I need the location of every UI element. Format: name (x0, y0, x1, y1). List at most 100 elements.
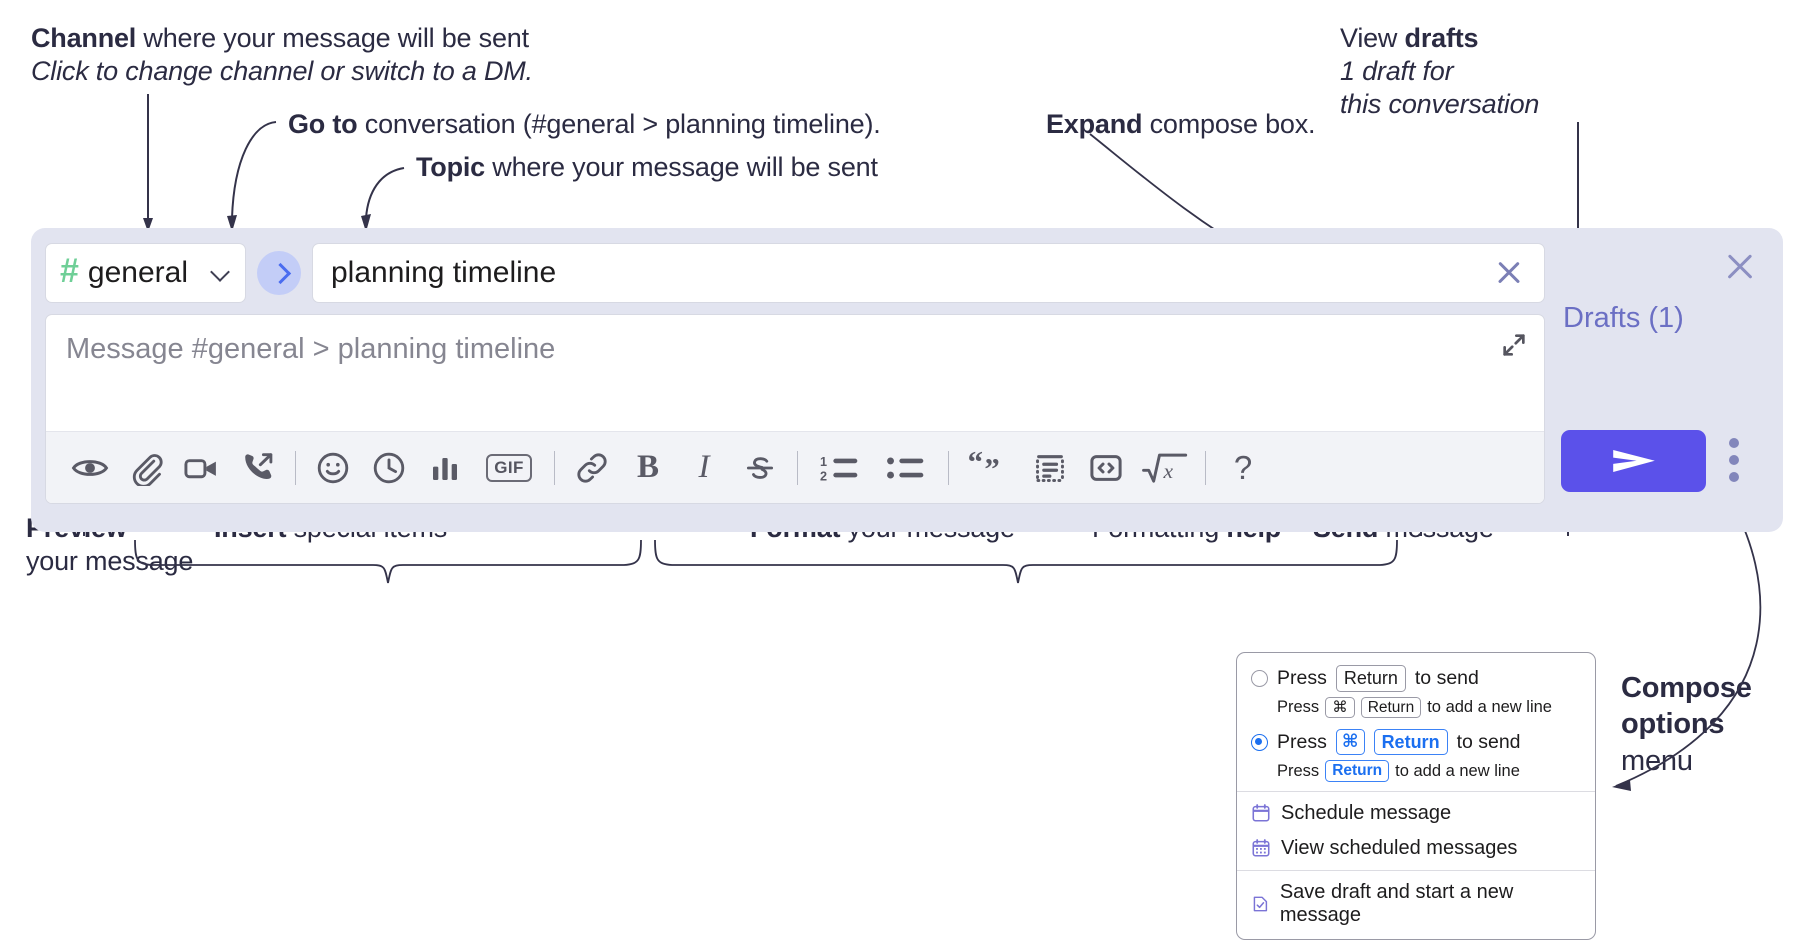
svg-text:“: “ (969, 451, 983, 479)
annotation-drafts-lead: View (1340, 23, 1405, 53)
calendar-grid-icon (1252, 839, 1270, 857)
close-compose-icon[interactable] (1723, 250, 1757, 284)
gif-icon[interactable]: GIF (473, 440, 545, 496)
brace-format (654, 539, 1398, 584)
hash-icon: # (60, 252, 79, 290)
key-return: Return (1360, 696, 1422, 718)
key-command: ⌘ (1335, 728, 1365, 756)
radio-return[interactable] (1251, 669, 1268, 687)
compose-options-button[interactable] (1727, 438, 1741, 486)
toolbar-divider (1205, 450, 1206, 485)
annotation-goto: Go to conversation (#general > planning … (288, 108, 881, 141)
option1-press: Press (1277, 666, 1327, 689)
blockquote-icon[interactable]: “ ” (958, 440, 1022, 496)
formatting-toolbar: GIF B I (46, 431, 1544, 503)
send-option-return-row: Press Return to send (1251, 665, 1581, 692)
preview-icon[interactable] (62, 440, 118, 496)
annotation-channel: Channel where your message will be sent … (31, 22, 533, 88)
chevron-down-icon (211, 263, 231, 283)
compose-main-column: # general planning timeline Message #gen… (45, 242, 1545, 504)
bulleted-list-icon[interactable] (873, 440, 939, 496)
channel-selector[interactable]: # general (45, 243, 246, 303)
link-icon[interactable] (564, 440, 620, 496)
message-input-area[interactable]: Message #general > planning timeline (45, 314, 1545, 504)
save-draft-icon (1253, 896, 1268, 912)
key-return: Return (1373, 728, 1448, 756)
message-placeholder: Message #general > planning timeline (66, 333, 556, 365)
audio-call-icon[interactable] (230, 440, 286, 496)
brace-insert (134, 539, 642, 584)
bold-icon[interactable]: B (620, 440, 676, 496)
annotation-drafts-bold: drafts (1404, 23, 1479, 53)
annotation-topic-rest: where your message will be sent (485, 152, 878, 182)
annotation-preview-rest: your message (26, 545, 194, 576)
video-icon[interactable] (174, 440, 230, 496)
kebab-dot (1729, 438, 1739, 448)
italic-icon[interactable]: I (676, 440, 732, 496)
compose-right-rail: Drafts (1) (1545, 228, 1783, 532)
gif-label: GIF (486, 453, 532, 482)
kebab-dot (1729, 472, 1739, 482)
svg-text:”: ” (984, 452, 999, 485)
chevron-right-icon (271, 265, 287, 281)
option1-tail: to send (1414, 666, 1479, 689)
toolbar-divider (948, 450, 949, 485)
code-block-icon[interactable] (1022, 440, 1078, 496)
option2-sub-tail: to add a new line (1395, 761, 1520, 780)
help-icon[interactable]: ? (1215, 440, 1271, 496)
send-option-return[interactable]: Press Return to send Press ⌘ Return to a… (1237, 663, 1595, 718)
annotation-goto-bold: Go to (288, 109, 358, 139)
send-option-cmd-return[interactable]: Press ⌘ Return to send Press Return to a… (1237, 727, 1595, 782)
math-icon[interactable]: x (1134, 440, 1196, 496)
menu-item-view-scheduled-messages[interactable]: View scheduled messages (1237, 831, 1595, 866)
compose-options-menu: Press Return to send Press ⌘ Return to a… (1236, 652, 1596, 940)
goto-conversation-button[interactable] (257, 251, 301, 295)
annotation-compose-options: Compose options menu (1621, 670, 1752, 779)
menu-item-label: Schedule message (1281, 801, 1452, 824)
annotation-compose-options-bold1: Compose (1621, 672, 1752, 704)
menu-divider (1237, 869, 1595, 871)
toolbar-divider (295, 450, 296, 485)
send-option-cmd-return-row: Press ⌘ Return to send (1251, 728, 1581, 756)
strikethrough-icon[interactable] (732, 440, 788, 496)
drafts-link[interactable]: Drafts (1) (1563, 302, 1684, 334)
leader-topic (365, 167, 405, 219)
annotation-expand: Expand compose box. (1046, 108, 1316, 141)
radio-cmd-return[interactable] (1251, 733, 1268, 751)
annotation-goto-rest: conversation (#general > planning timeli… (357, 109, 881, 139)
menu-item-label: Save draft and start a new message (1279, 880, 1514, 926)
inline-code-icon[interactable] (1078, 440, 1134, 496)
option2-tail: to send (1456, 730, 1521, 753)
send-button[interactable] (1561, 430, 1706, 492)
close-icon[interactable] (1492, 256, 1526, 290)
send-option-return-hint: Press ⌘ Return to add a new line (1277, 696, 1581, 718)
clock-icon[interactable] (361, 440, 417, 496)
calendar-icon (1252, 804, 1270, 822)
annotation-channel-italic: Click to change channel or switch to a D… (31, 55, 533, 86)
toolbar-divider (554, 450, 555, 485)
annotation-drafts-italic1: 1 draft for (1340, 55, 1454, 86)
menu-item-schedule-message[interactable]: Schedule message (1237, 796, 1595, 831)
key-return: Return (1335, 665, 1406, 692)
topic-input[interactable]: planning timeline (312, 243, 1545, 303)
compose-header-row: # general planning timeline (45, 242, 1545, 304)
compose-box: # general planning timeline Message #gen… (31, 228, 1783, 532)
annotation-topic-bold: Topic (416, 152, 485, 182)
attachment-icon[interactable] (118, 440, 174, 496)
option2-press: Press (1277, 730, 1327, 753)
emoji-icon[interactable] (305, 440, 361, 496)
ordered-list-icon[interactable]: 1 2 (807, 440, 873, 496)
menu-item-save-draft[interactable]: Save draft and start a new message (1237, 875, 1595, 933)
send-paperplane-icon (1612, 449, 1655, 473)
svg-text:1: 1 (820, 455, 827, 469)
annotation-drafts: View drafts 1 draft for this conversatio… (1340, 22, 1539, 121)
menu-item-label: View scheduled messages (1281, 836, 1518, 859)
expand-icon[interactable] (1500, 331, 1528, 359)
kebab-dot (1729, 455, 1739, 465)
annotation-drafts-italic2: this conversation (1340, 88, 1540, 119)
help-label: ? (1233, 449, 1253, 486)
menu-divider (1237, 790, 1595, 792)
option1-sub-tail: to add a new line (1427, 697, 1552, 716)
poll-icon[interactable] (417, 440, 473, 496)
